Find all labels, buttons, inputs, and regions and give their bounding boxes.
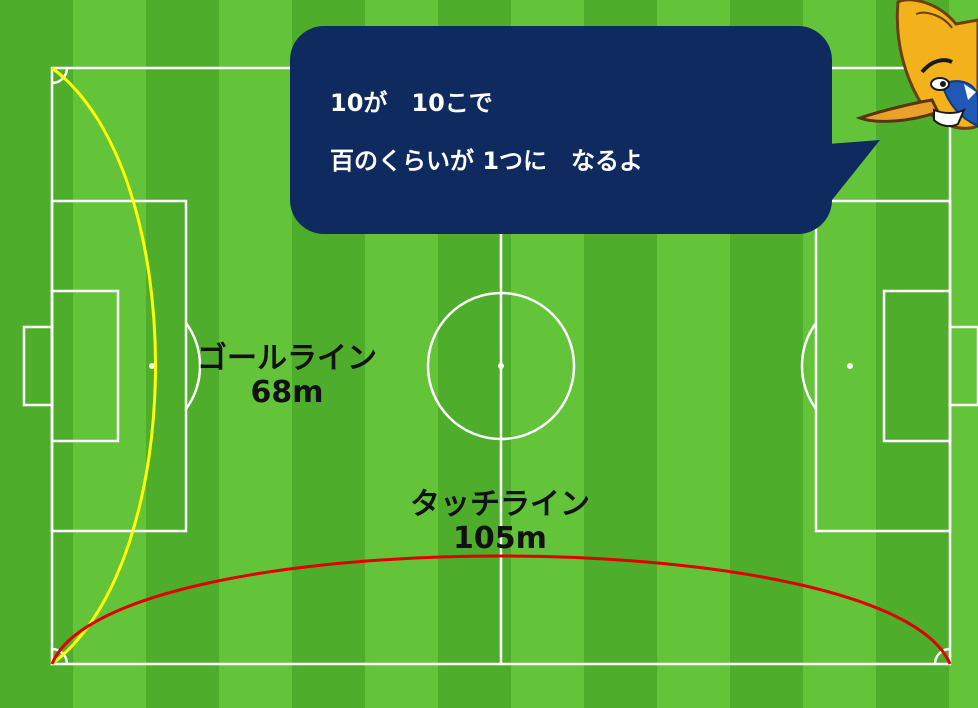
touch-line-length: 105m xyxy=(453,520,547,556)
speech-bubble-text: 10が 10こで 百のくらいが 1つに なるよ xyxy=(330,84,810,200)
bird-mascot-icon xyxy=(855,0,978,130)
goal-line-name: ゴールライン xyxy=(197,341,377,376)
speech-bubble xyxy=(290,26,832,234)
corner-arc-bottom-right xyxy=(933,647,951,665)
goal-line-length: 68m xyxy=(250,374,324,410)
speech-line-2: 百のくらいが 1つに なるよ xyxy=(330,147,644,175)
speech-line-1: 10が 10こで xyxy=(330,89,493,117)
right-goal xyxy=(948,325,978,407)
left-goal xyxy=(22,325,54,407)
right-penalty-arc xyxy=(800,322,818,410)
right-goal-area xyxy=(882,289,952,443)
goal-line-label: ゴールライン 68m xyxy=(172,342,402,409)
left-penalty-spot xyxy=(149,363,155,369)
touch-line-label: タッチライン 105m xyxy=(385,488,615,555)
goal-line-arc xyxy=(51,66,157,666)
right-penalty-spot xyxy=(847,363,853,369)
left-goal-area xyxy=(50,289,120,443)
touch-line-name: タッチライン xyxy=(410,487,590,522)
left-penalty-arc xyxy=(184,322,202,410)
center-circle xyxy=(426,291,576,441)
touch-line-arc xyxy=(50,554,952,665)
center-spot xyxy=(498,363,504,369)
